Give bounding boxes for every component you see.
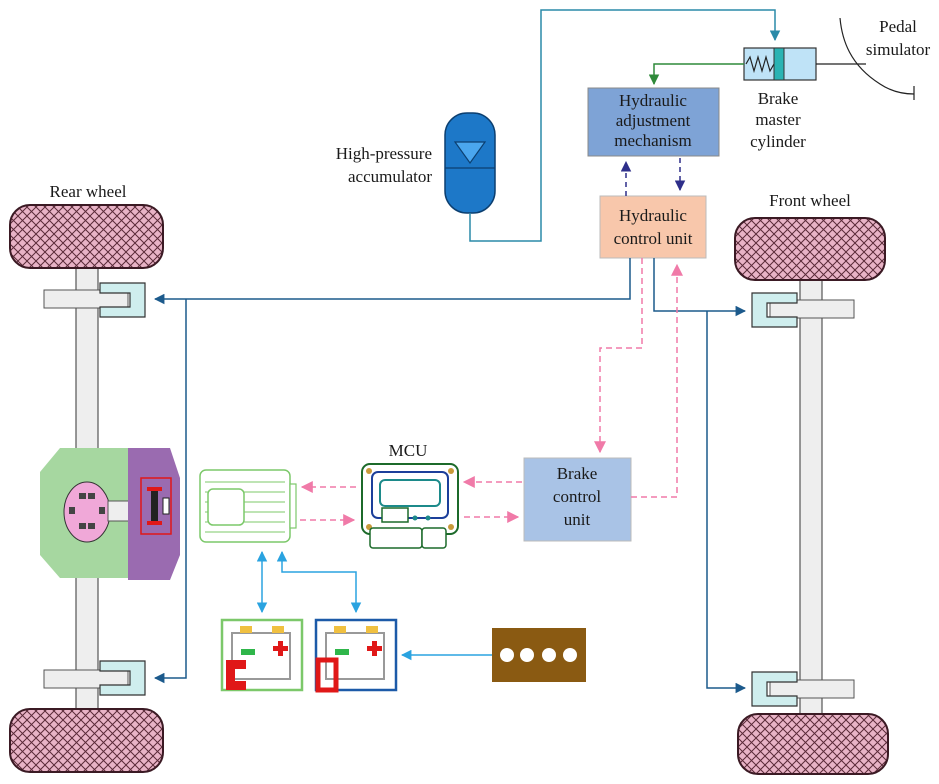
rear-wheel-label: Rear wheel bbox=[50, 182, 127, 201]
hcu-to-front-bottom-line bbox=[706, 311, 747, 694]
hcu-to-bcu-signal bbox=[594, 258, 643, 454]
brake-control-unit-box bbox=[523, 457, 632, 542]
brake-master-label-1: Brake bbox=[758, 89, 799, 108]
bcu-to-hcu-signal bbox=[631, 263, 683, 498]
pedal-simulator-label-1: Pedal bbox=[879, 17, 917, 36]
charging-unit bbox=[492, 628, 586, 682]
hydraulic-adjustment-box bbox=[587, 87, 720, 157]
hydraulic-adjustment-label-2: adjustment bbox=[616, 111, 691, 130]
rear-right-tire bbox=[9, 708, 164, 773]
battery-left bbox=[220, 618, 304, 692]
hydraulic-adjustment-label-3: mechanism bbox=[614, 131, 691, 150]
rear-top-brake-caliper bbox=[43, 282, 146, 318]
battery-motor-link-right bbox=[276, 550, 362, 614]
pedal-simulator-label-2: simulator bbox=[866, 40, 931, 59]
hydraulic-control-label-1: Hydraulic bbox=[619, 206, 687, 225]
front-top-brake-caliper bbox=[751, 292, 855, 328]
rear-axle-assembly bbox=[40, 239, 180, 721]
hcu-to-rear-top-line bbox=[153, 258, 631, 305]
front-left-tire bbox=[734, 217, 886, 281]
accumulator-to-master-line bbox=[469, 9, 781, 242]
accumulator-label-1: High-pressure bbox=[336, 144, 432, 163]
brake-control-label-3: unit bbox=[564, 510, 591, 529]
brake-master-cylinder bbox=[743, 47, 866, 81]
rear-left-tire bbox=[9, 204, 164, 269]
drive-motor bbox=[199, 469, 297, 543]
front-right-tire bbox=[737, 713, 889, 775]
high-pressure-accumulator bbox=[444, 112, 496, 214]
battery-right bbox=[314, 618, 398, 693]
hcu-to-front-top-line bbox=[653, 258, 747, 317]
mcu-label: MCU bbox=[389, 441, 428, 460]
hydraulic-adjustment-label-1: Hydraulic bbox=[619, 91, 687, 110]
brake-master-label-2: master bbox=[755, 110, 801, 129]
brake-master-label-3: cylinder bbox=[750, 132, 806, 151]
pedal-simulator-curve bbox=[839, 17, 915, 95]
hydraulic-control-unit-box bbox=[599, 195, 707, 259]
front-axle-shaft bbox=[799, 269, 823, 731]
hcu-to-rear-bottom-line bbox=[153, 299, 187, 684]
differential-gears bbox=[69, 493, 105, 529]
mcu-module bbox=[361, 463, 459, 549]
accumulator-label-2: accumulator bbox=[348, 167, 432, 186]
brake-control-label-1: Brake bbox=[557, 464, 598, 483]
brake-control-label-2: control bbox=[553, 487, 601, 506]
front-bottom-brake-caliper bbox=[751, 671, 855, 707]
master-to-ham-line bbox=[648, 63, 744, 86]
hydraulic-control-label-2: control unit bbox=[614, 229, 693, 248]
front-wheel-label: Front wheel bbox=[769, 191, 851, 210]
rear-bottom-brake-caliper bbox=[43, 660, 146, 696]
